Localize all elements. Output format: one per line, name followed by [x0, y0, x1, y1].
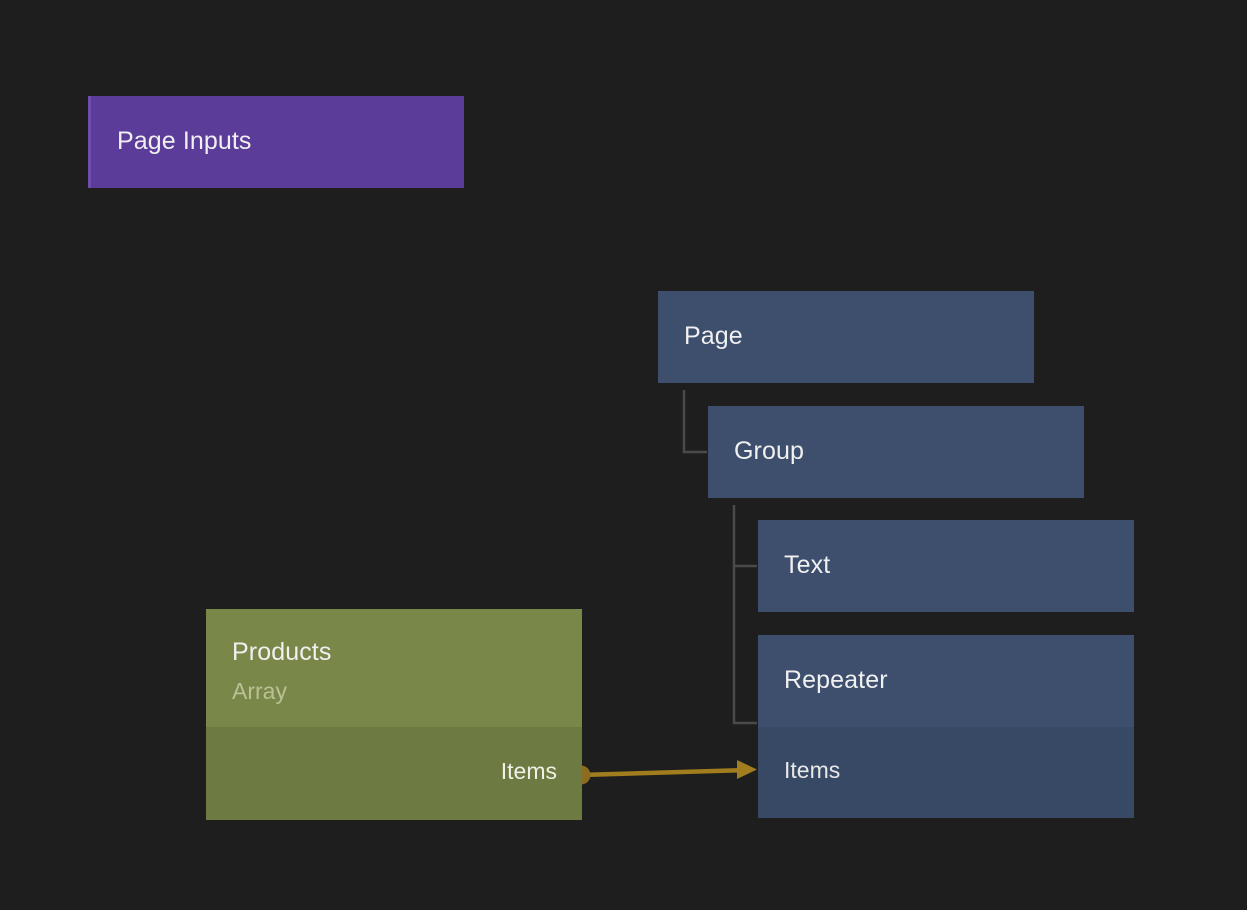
node-products-subtitle: Array: [232, 678, 287, 704]
binding-wire: [580, 767, 749, 778]
tree-link-page-to-group: [682, 390, 707, 454]
node-products-header[interactable]: Products Array: [206, 609, 582, 727]
node-products-title: Products: [232, 638, 332, 666]
node-group-title: Group: [734, 437, 804, 465]
node-page-inputs[interactable]: Page Inputs: [88, 96, 464, 188]
node-page[interactable]: Page: [658, 291, 1034, 383]
node-page-inputs-title: Page Inputs: [117, 127, 252, 155]
node-repeater-row-items[interactable]: Items: [758, 727, 1134, 818]
node-repeater[interactable]: Repeater Items: [758, 635, 1134, 818]
node-text-title: Text: [784, 551, 831, 579]
node-repeater-title: Repeater: [784, 666, 888, 694]
tree-link-group-to-repeater: [732, 566, 757, 725]
node-products-row-items[interactable]: Items: [206, 727, 582, 820]
node-products[interactable]: Products Array Items: [206, 609, 582, 820]
node-products-row-items-label: Items: [500, 758, 557, 784]
node-group[interactable]: Group: [708, 406, 1084, 498]
node-repeater-row-items-label: Items: [784, 757, 841, 783]
tree-link-group-to-text: [732, 505, 757, 568]
binding-arrowhead: [737, 760, 757, 779]
node-text[interactable]: Text: [758, 520, 1134, 612]
node-page-title: Page: [684, 322, 743, 350]
node-repeater-header[interactable]: Repeater: [758, 635, 1134, 727]
